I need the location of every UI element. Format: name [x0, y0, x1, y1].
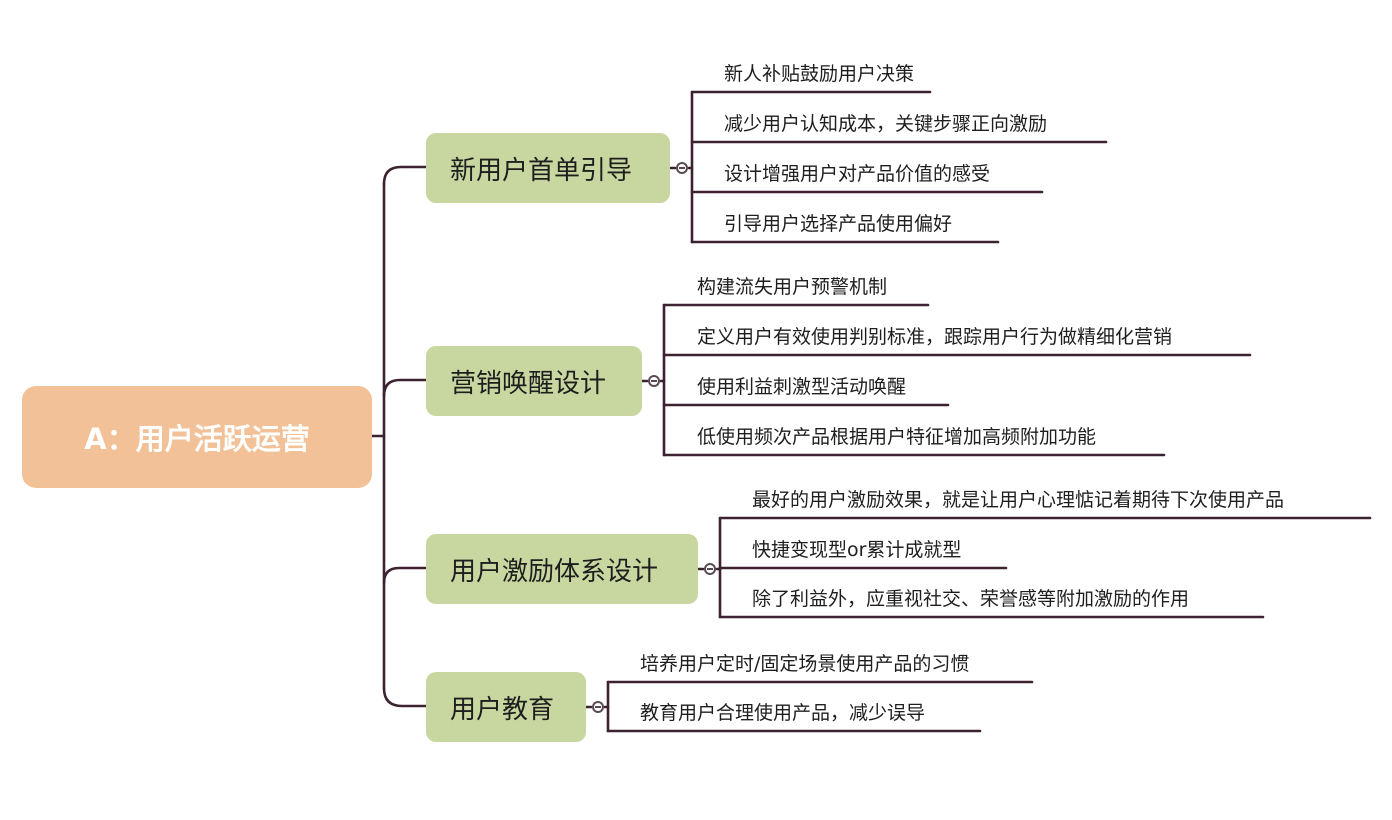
branch-topic-incentive-system[interactable]: 用户激励体系设计 — [426, 534, 698, 604]
branch-topic-label: 新用户首单引导 — [450, 155, 633, 186]
leaf-topic[interactable]: 使用利益刺激型活动唤醒 — [697, 376, 907, 398]
leaf-topic[interactable]: 最好的用户激励效果，就是让用户心理惦记着期待下次使用产品 — [752, 489, 1285, 511]
leaf-topic[interactable]: 新人补贴鼓励用户决策 — [724, 63, 915, 85]
collapse-toggle-icon[interactable] — [704, 563, 716, 575]
leaf-topic[interactable]: 设计增强用户对产品价值的感受 — [724, 163, 991, 185]
collapse-toggle-icon[interactable] — [676, 162, 688, 174]
leaf-topic[interactable]: 引导用户选择产品使用偏好 — [724, 213, 953, 235]
branch-topic-new-user-guide[interactable]: 新用户首单引导 — [426, 133, 670, 203]
branch-topic-user-education[interactable]: 用户教育 — [426, 672, 586, 742]
leaf-topic[interactable]: 定义用户有效使用判别标准，跟踪用户行为做精细化营销 — [697, 326, 1173, 348]
leaf-topic[interactable]: 培养用户定时/固定场景使用产品的习惯 — [640, 653, 970, 675]
branch-topic-label: 营销唤醒设计 — [450, 368, 607, 399]
root-topic[interactable]: A：用户活跃运营 — [22, 386, 372, 488]
branch-topic-marketing-wakeup[interactable]: 营销唤醒设计 — [426, 346, 642, 416]
leaf-topic[interactable]: 减少用户认知成本，关键步骤正向激励 — [724, 113, 1048, 135]
leaf-topic[interactable]: 构建流失用户预警机制 — [697, 276, 888, 298]
collapse-toggle-icon[interactable] — [592, 701, 604, 713]
leaf-topic[interactable]: 快捷变现型or累计成就型 — [752, 539, 962, 561]
leaf-topic[interactable]: 低使用频次产品根据用户特征增加高频附加功能 — [697, 426, 1097, 448]
collapse-toggle-icon[interactable] — [648, 375, 660, 387]
branch-topic-label: 用户激励体系设计 — [450, 556, 659, 587]
leaf-topic[interactable]: 教育用户合理使用产品，减少误导 — [640, 702, 926, 724]
root-topic-label: A：用户活跃运营 — [84, 422, 310, 456]
leaf-topic[interactable]: 除了利益外，应重视社交、荣誉感等附加激励的作用 — [752, 588, 1190, 610]
branch-topic-label: 用户教育 — [450, 694, 555, 725]
